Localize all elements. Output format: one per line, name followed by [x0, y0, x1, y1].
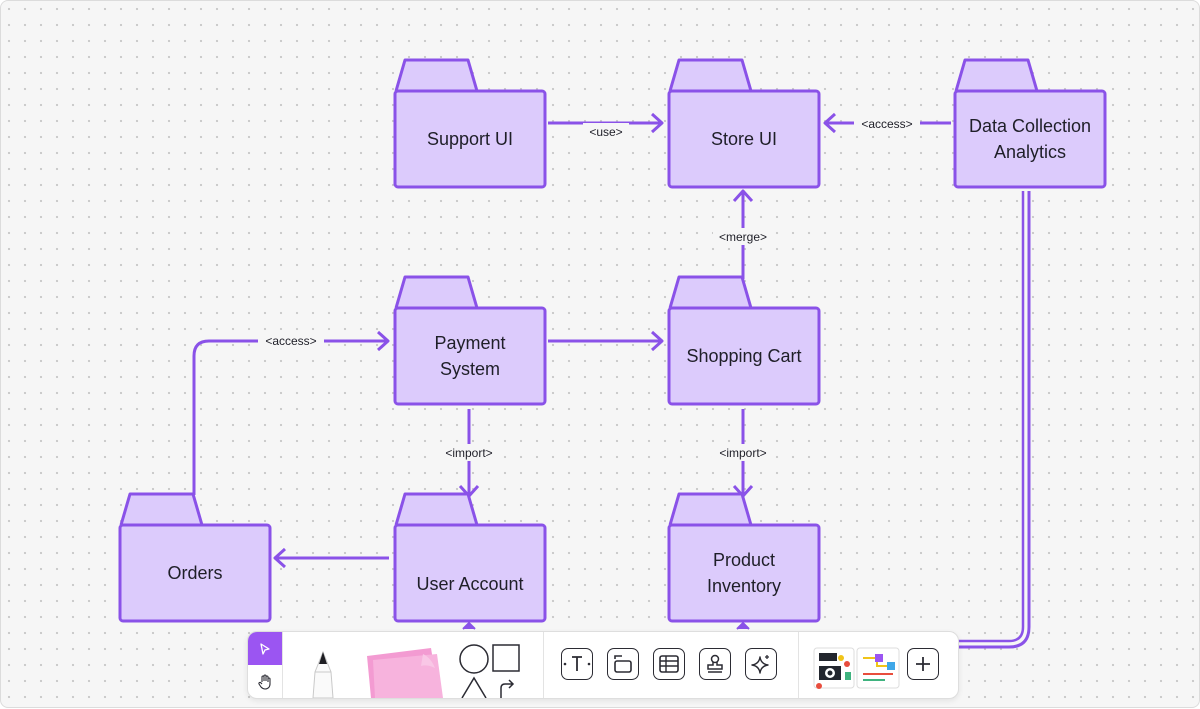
connector-stub-inventory	[736, 621, 750, 630]
package-label: Analytics	[994, 142, 1066, 162]
svg-text:<merge>: <merge>	[719, 230, 767, 244]
package-orders[interactable]: Orders	[118, 492, 272, 623]
package-tab	[119, 492, 204, 526]
package-tab	[668, 275, 753, 309]
package-body	[118, 523, 272, 623]
edge-label-import-inventory: <import>	[712, 444, 774, 461]
package-shopping-cart[interactable]: Shopping Cart	[667, 275, 821, 406]
insert-tools	[544, 632, 798, 698]
package-body	[667, 89, 821, 189]
toolbar-divider	[543, 632, 544, 698]
ai-sparkle-icon[interactable]	[745, 648, 777, 680]
package-label: Store UI	[711, 129, 777, 149]
arrowhead-store-ui	[650, 112, 664, 134]
stamp-tool-icon[interactable]	[699, 648, 731, 680]
arrowhead-store-ui-bottom	[732, 189, 754, 203]
package-label: Support UI	[427, 129, 513, 149]
package-body	[667, 306, 821, 406]
package-body	[393, 306, 547, 406]
package-tab	[668, 492, 753, 526]
package-label: System	[440, 359, 500, 379]
pen-icon[interactable]	[303, 642, 343, 698]
edge-label-import-user: <import>	[438, 444, 500, 461]
package-tab	[394, 492, 479, 526]
table-tool-icon[interactable]	[653, 648, 685, 680]
package-tab	[954, 58, 1039, 92]
packages: Support UI Store UI Data CollectionAnaly…	[118, 58, 1107, 623]
text-tool-icon[interactable]	[561, 648, 593, 680]
arrowhead-shopping-cart	[650, 330, 664, 352]
connector-labels: <use> <access> <merge> <access> <import>…	[258, 115, 920, 461]
flowchart-thumbnail-icon[interactable]	[855, 644, 901, 694]
svg-text:<import>: <import>	[445, 446, 492, 460]
package-label: Orders	[167, 563, 222, 583]
select-arrow-icon[interactable]	[248, 632, 282, 665]
package-tab	[394, 275, 479, 309]
svg-text:<access>: <access>	[265, 334, 316, 348]
extras-group	[799, 632, 957, 698]
toolbar-divider	[798, 632, 799, 698]
connector-orders-to-payment[interactable]	[192, 339, 387, 495]
edge-label-merge: <merge>	[713, 228, 773, 245]
package-body	[393, 523, 547, 623]
toolbar-divider	[282, 632, 283, 698]
package-label: Data Collection	[969, 116, 1091, 136]
package-support-ui[interactable]: Support UI	[393, 58, 547, 189]
frame-tool-icon[interactable]	[607, 648, 639, 680]
package-label: Shopping Cart	[686, 346, 801, 366]
package-body	[953, 89, 1107, 189]
arrowhead-store-ui-right	[823, 112, 837, 134]
connector-analytics-outer[interactable]	[957, 191, 1031, 649]
package-body	[667, 523, 821, 623]
add-more-icon[interactable]	[907, 648, 939, 680]
package-store-ui[interactable]: Store UI	[667, 58, 821, 189]
svg-text:<import>: <import>	[719, 446, 766, 460]
templates-thumbnail-icon[interactable]	[811, 642, 857, 694]
connectors	[192, 112, 1031, 649]
package-label: User Account	[416, 574, 523, 594]
hand-pan-icon[interactable]	[248, 665, 282, 698]
package-label: Payment	[434, 333, 505, 353]
package-body	[393, 89, 547, 189]
mode-group	[248, 632, 282, 698]
connector-analytics-outer-inner	[957, 191, 1025, 643]
package-tab	[668, 58, 753, 92]
arrowhead-orders	[273, 547, 287, 569]
edge-label-access-right: <access>	[854, 115, 920, 132]
sticky-note-icon[interactable]	[361, 644, 447, 698]
package-tab	[394, 58, 479, 92]
svg-text:<use>: <use>	[589, 125, 622, 139]
package-user-account[interactable]: User Account	[393, 492, 547, 623]
connector-stub-user	[462, 621, 476, 630]
package-label: Product	[713, 550, 775, 570]
edge-label-access-left: <access>	[258, 332, 324, 349]
package-label: Inventory	[707, 576, 781, 596]
svg-text:<access>: <access>	[861, 117, 912, 131]
arrowhead-payment-left	[376, 330, 390, 352]
bottom-toolbar	[247, 631, 959, 699]
drawing-tools	[283, 632, 543, 698]
shapes-icon[interactable]	[457, 642, 523, 698]
edge-label-use: <use>	[583, 123, 629, 140]
